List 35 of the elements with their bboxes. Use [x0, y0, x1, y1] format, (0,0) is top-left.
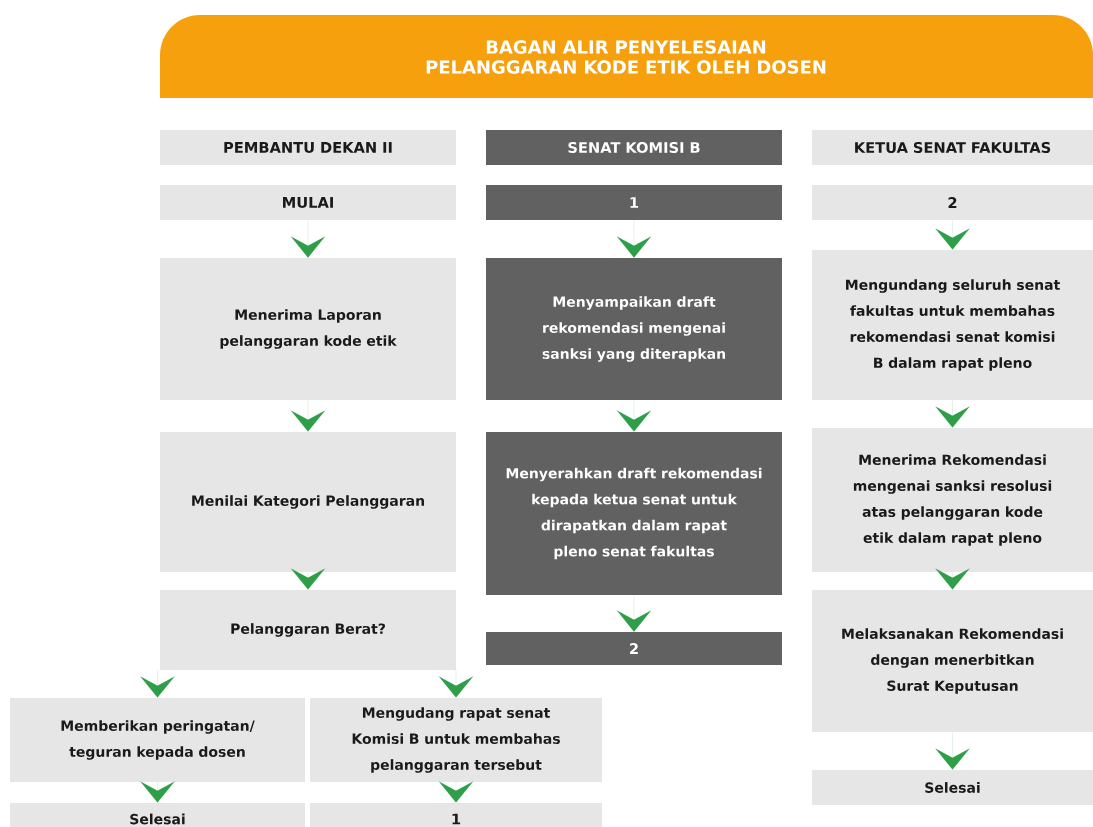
process-box: Mengundang seluruh senat fakultas untuk membahas rekomendasi senat komisi B dalam rapat pleno [812, 250, 1093, 400]
process-box: Memberikan peringatan/ teguran kepada dosen [10, 698, 305, 782]
process-box: Selesai [10, 803, 305, 827]
arrow [290, 568, 326, 590]
arrow [935, 732, 970, 770]
arrow [935, 220, 970, 250]
process-box: KETUA SENAT FAKULTAS [812, 130, 1093, 165]
title: BAGAN ALIR PENYELESAIAN PELANGGARAN KODE ETIK OLEH DOSEN [426, 40, 826, 74]
arrow [935, 400, 970, 428]
process-box: 2 [486, 632, 782, 665]
process-box: PEMBANTU DEKAN II [160, 130, 456, 165]
arrow [935, 568, 970, 590]
arrow [616, 595, 652, 632]
arrow [290, 220, 326, 258]
process-box: 1 [310, 803, 602, 827]
arrow [140, 670, 175, 698]
arrow [438, 781, 474, 803]
arrow [140, 781, 175, 803]
process-box: Selesai [812, 770, 1093, 805]
arrow [438, 670, 474, 698]
process-box: Menyampaikan draft rekomendasi mengenai sanksi yang diterapkan [486, 258, 782, 400]
process-box: Menyerahkan draft rekomendasi kepada ketua senat untuk dirapatkan dalam rapat pleno senat fakultas [486, 432, 782, 595]
process-box: SENAT KOMISI B [486, 130, 782, 165]
process-box: Pelanggaran Berat? [160, 590, 456, 670]
process-box: Mengudang rapat senat Komisi B untuk membahas pelanggaran tersebut [310, 698, 602, 782]
process-box: Menilai Kategori Pelanggaran [160, 432, 456, 572]
process-box: Menerima Rekomendasi mengenai sanksi resolusi atas pelanggaran kode etik dalam rapat pleno [812, 428, 1093, 572]
arrow [616, 400, 652, 432]
process-box: Melaksanakan Rekomendasi dengan menerbitkan Surat Keputusan [812, 590, 1093, 732]
process-box: MULAI [160, 185, 456, 220]
process-box: 1 [486, 185, 782, 220]
process-box: Menerima Laporan pelanggaran kode etik [160, 258, 456, 400]
arrow [616, 220, 652, 258]
process-box: 2 [812, 185, 1093, 220]
arrow [290, 400, 326, 432]
